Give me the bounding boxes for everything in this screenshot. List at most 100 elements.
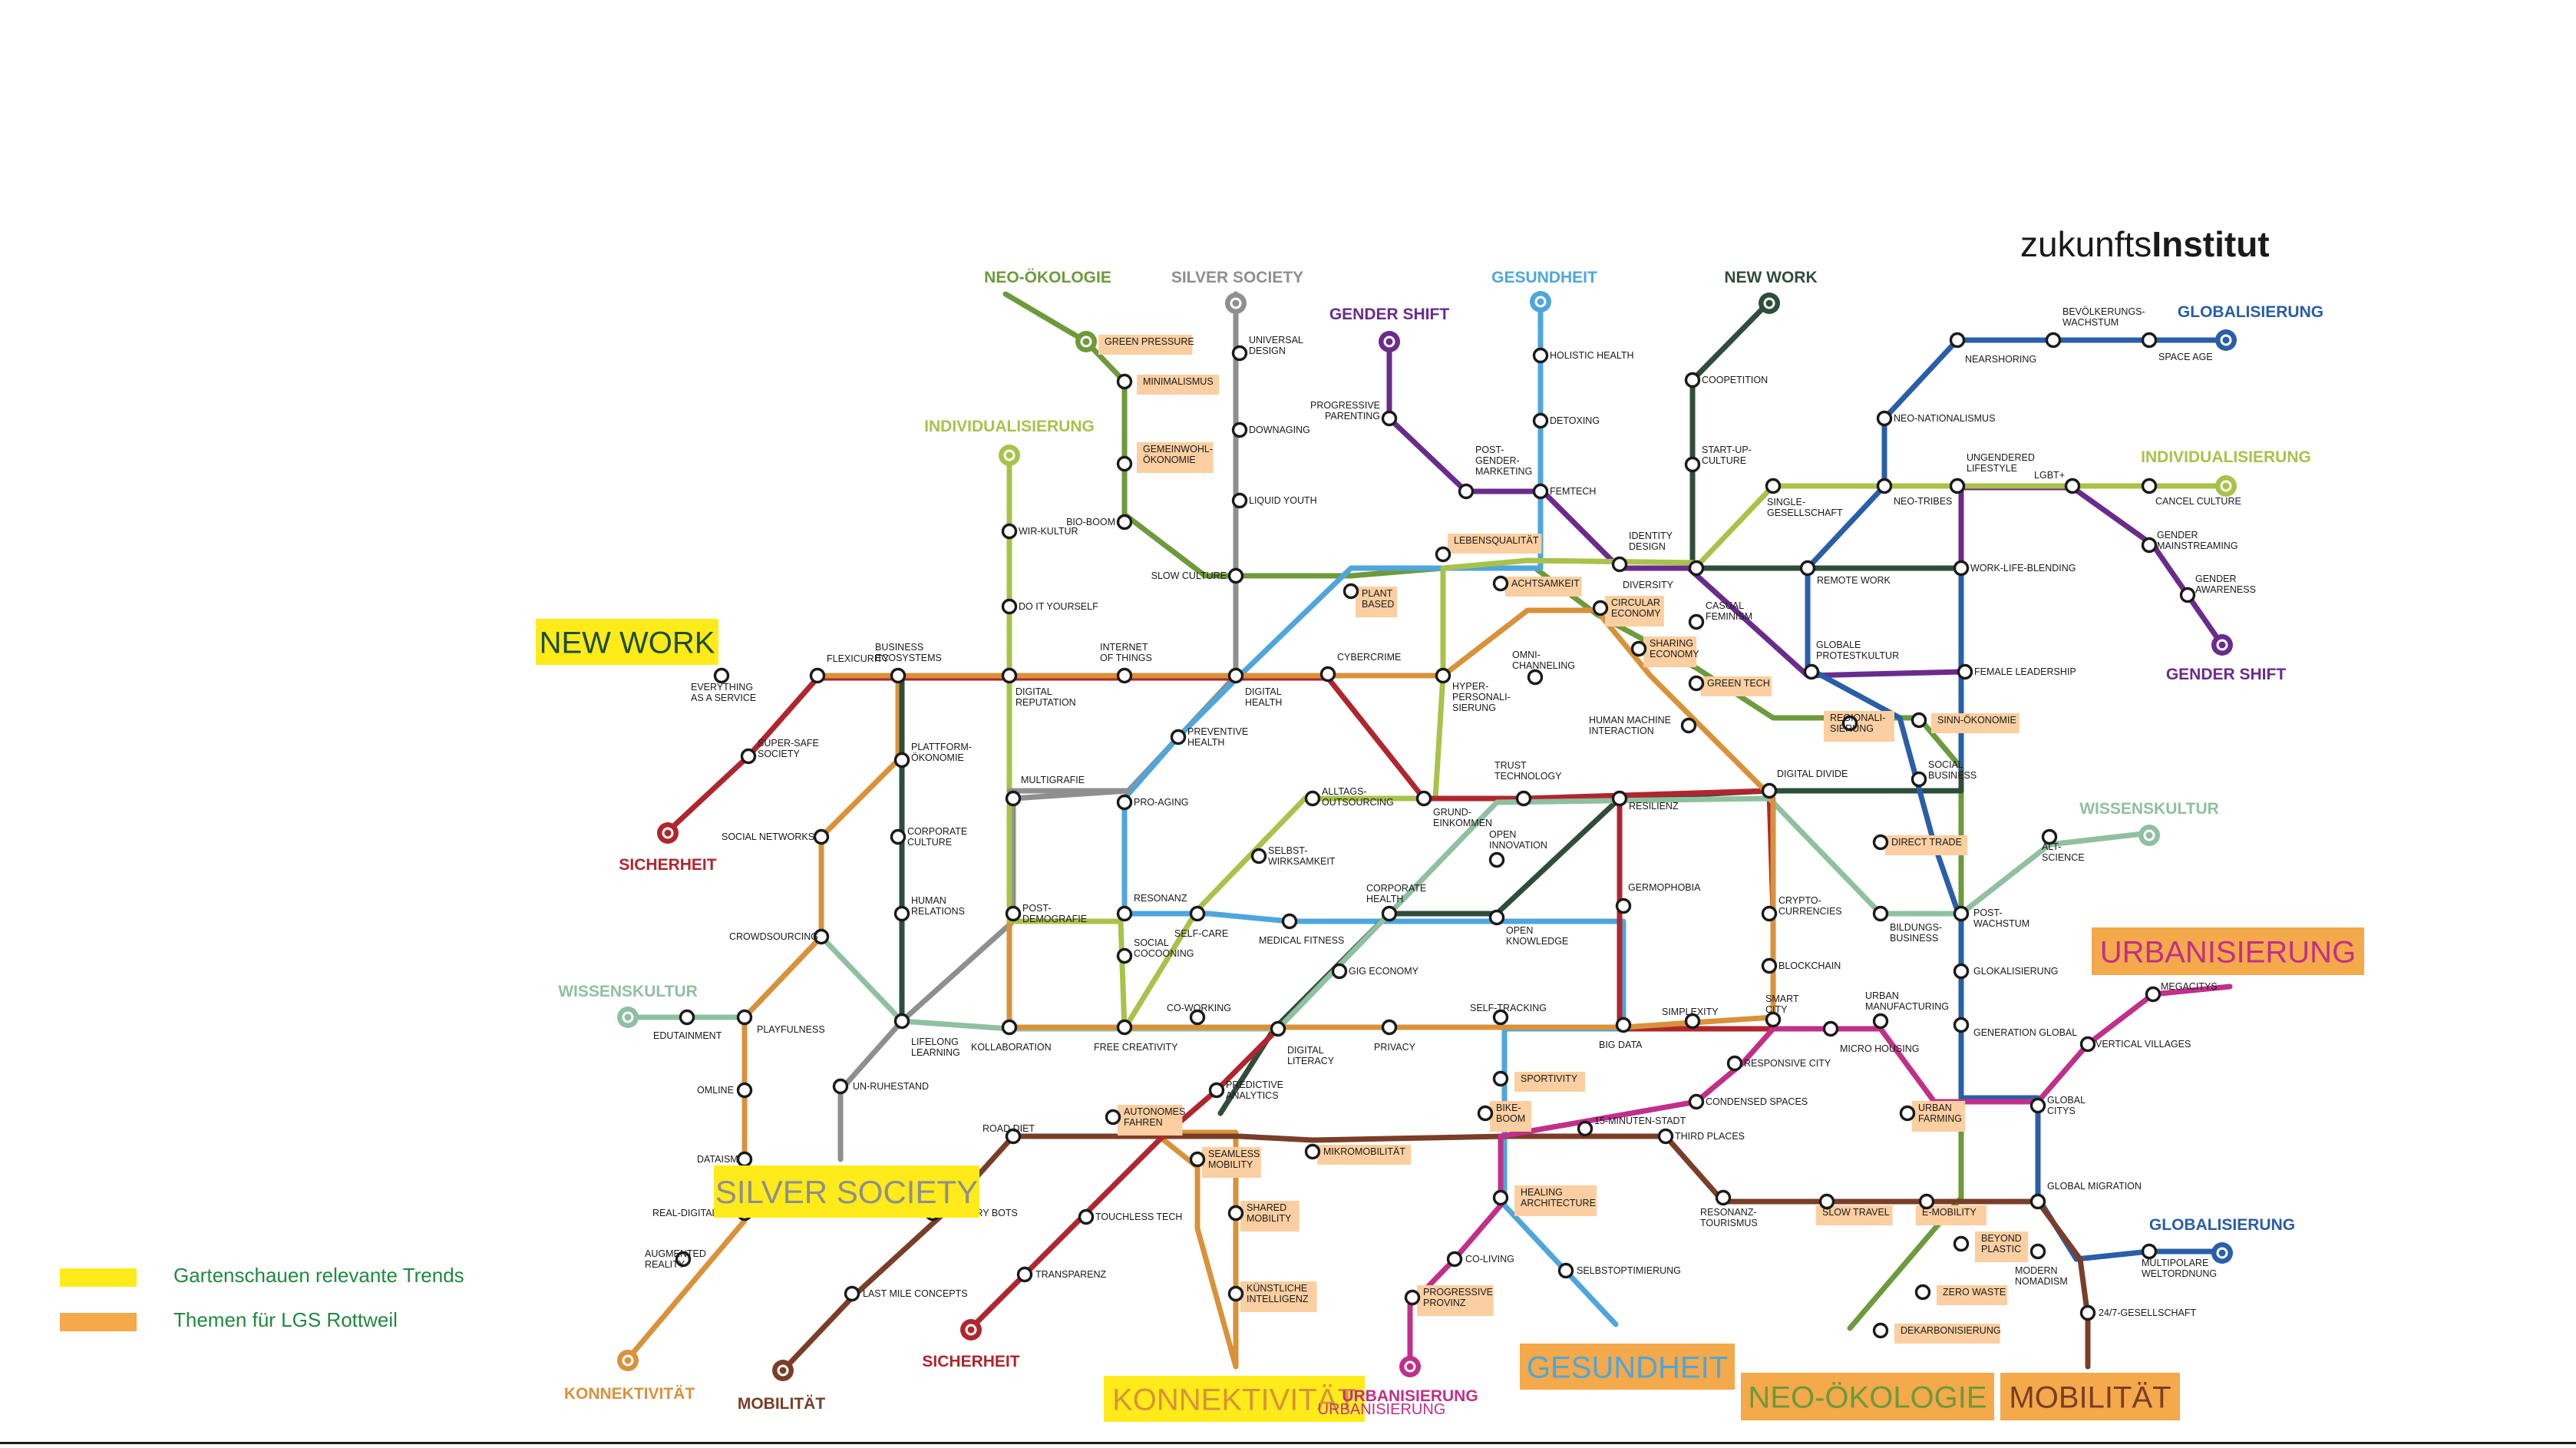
station-label: SPACE AGE	[2158, 352, 2213, 362]
station-label: DIGITAL DIVIDE	[1777, 769, 1848, 779]
highlight-text: URBANISIERUNG	[2100, 935, 2356, 969]
highlight-mobilitaet: MOBILITÄT	[2000, 1373, 2180, 1420]
terminal-label: INDIVIDUALISIERUNG	[924, 418, 1095, 435]
terminal-silver-society: SILVER SOCIETY	[1171, 269, 1303, 314]
theme-box-sportivity	[1514, 1072, 1585, 1092]
station-vertical-villages	[2079, 1036, 2096, 1053]
station-label: E-MOBILITY	[1922, 1207, 1977, 1218]
terminal-label: INDIVIDUALISIERUNG	[2141, 448, 2311, 466]
station-label: GREEN PRESSURE	[1105, 336, 1194, 347]
terminal-label: KONNEKTIVITÄT	[564, 1385, 695, 1403]
station-label: TOUCHLESS TECH	[1095, 1212, 1182, 1222]
station-female-leadership	[1957, 663, 1973, 680]
station-micro-housing	[1822, 1020, 1839, 1037]
station-digital-divide	[1761, 782, 1778, 799]
station-selbst-wirksamkeit	[1250, 848, 1267, 865]
station-label: SINGLE-GESELLSCHAFT	[1767, 497, 1843, 518]
theme-box-zero-waste	[1937, 1285, 2007, 1305]
station-circular-economy	[1592, 600, 1609, 617]
station-urban-manufacturing	[1872, 1013, 1889, 1030]
station-label: RESPONSIVE CITY	[1744, 1058, 1831, 1069]
station-label: CYBERCRIME	[1337, 652, 1401, 663]
station-label: SOCIAL NETWORKS	[722, 831, 814, 842]
station-post-wachstum	[1953, 905, 1970, 922]
station-label: REMOTE WORK	[1817, 575, 1891, 586]
station-minimalismus	[1116, 373, 1133, 390]
station-label: HOLISTIC HEALTH	[1550, 350, 1634, 361]
figure-icon-glyph	[2220, 480, 2232, 492]
terminal-label: GENDER SHIFT	[1329, 306, 1450, 323]
station-digital-literacy	[1270, 1020, 1286, 1037]
terminal-label: SICHERHEIT	[619, 856, 716, 874]
station-social-networks	[813, 828, 830, 845]
station-label: GERMOPHOBIA	[1628, 882, 1701, 893]
globe-icon-glyph	[2220, 334, 2232, 346]
station-hyper-personali-sierung	[1435, 667, 1451, 684]
station-label: CANCEL CULTURE	[2155, 496, 2241, 507]
terminal-gesundheit: GESUNDHEIT	[1491, 269, 1597, 312]
station-sharing-economy	[1630, 640, 1647, 657]
theme-box-kuenstliche-intelligenz	[1240, 1281, 1317, 1312]
line-urbanisierung-branch	[1407, 984, 2233, 1370]
station-label: MIKROMOBILITÄT	[1323, 1146, 1405, 1157]
terminal-label: SILVER SOCIETY	[1171, 269, 1303, 286]
station-label: MEDICAL FITNESS	[1259, 935, 1344, 946]
station-alltags-outsourcing	[1304, 790, 1321, 807]
station-zero-waste	[1914, 1284, 1931, 1301]
figure-icon	[999, 445, 1020, 466]
station-label: FEMALE LEADERSHIP	[1974, 666, 2076, 677]
station-label: REAL-DIGITAL	[652, 1208, 718, 1218]
station-label: COOPETITION	[1702, 375, 1768, 385]
bike-icon	[772, 1360, 794, 1381]
station-label: NEO-NATIONALISMUS	[1894, 413, 1995, 424]
station-label: KOLLABORATION	[971, 1042, 1052, 1053]
station-label: ROAD DIET	[983, 1123, 1035, 1134]
station-label: SIMPLEXITY	[1662, 1007, 1719, 1017]
logo: zukunftsInstitut	[2020, 224, 2270, 264]
station-label: DETOXING	[1550, 415, 1600, 426]
station-label: BIG DATA	[1599, 1040, 1643, 1050]
station-label: FLEXICURITY	[827, 653, 890, 664]
station-label: 24/7-GESELLSCHAFT	[2099, 1307, 2196, 1318]
station-label: NEO-TRIBES	[1894, 496, 1952, 507]
theme-box-beyond-plastic	[1975, 1231, 2029, 1262]
globe-icon	[2215, 329, 2237, 351]
station-label: UN-RUHESTAND	[853, 1081, 929, 1092]
lock-icon-glyph	[662, 827, 674, 839]
theme-box-green-pressure	[1098, 335, 1193, 355]
station-label: THIRD PLACES	[1675, 1131, 1745, 1142]
terminal-gender-shift: GENDER SHIFT	[2166, 634, 2286, 683]
bottom-rule	[0, 1442, 2576, 1444]
heart-icon	[1530, 291, 1551, 312]
station-label: BLOCKCHAIN	[1778, 960, 1841, 971]
station-sinn-oekonomie	[1911, 712, 1927, 729]
highlight-box	[1741, 1373, 1994, 1420]
station-bike-boom	[1477, 1105, 1494, 1122]
station-label: ZERO WASTE	[1943, 1287, 2006, 1298]
station-neo-nationalismus	[1876, 410, 1893, 427]
network-icon-glyph	[622, 1354, 634, 1367]
station-omline	[736, 1082, 753, 1099]
station-holistic-health	[1532, 347, 1549, 364]
station-diversity	[1688, 560, 1705, 577]
station-internet-of-things	[1116, 667, 1133, 684]
station-label: EDUTAINMENT	[653, 1030, 722, 1041]
station-gemeinwohl-oekonomie	[1116, 455, 1133, 472]
station-label: CO-WORKING	[1167, 1003, 1231, 1013]
station-label: WIR-KULTUR	[1019, 526, 1078, 537]
terminal-individualisierung: INDIVIDUALISIERUNG	[2141, 448, 2311, 497]
highlight-box	[714, 1165, 979, 1218]
briefcase-icon-glyph	[1763, 297, 1775, 309]
station-label: CROWDSOURCING	[729, 931, 818, 942]
terminal-sicherheit: SICHERHEIT	[619, 822, 717, 874]
